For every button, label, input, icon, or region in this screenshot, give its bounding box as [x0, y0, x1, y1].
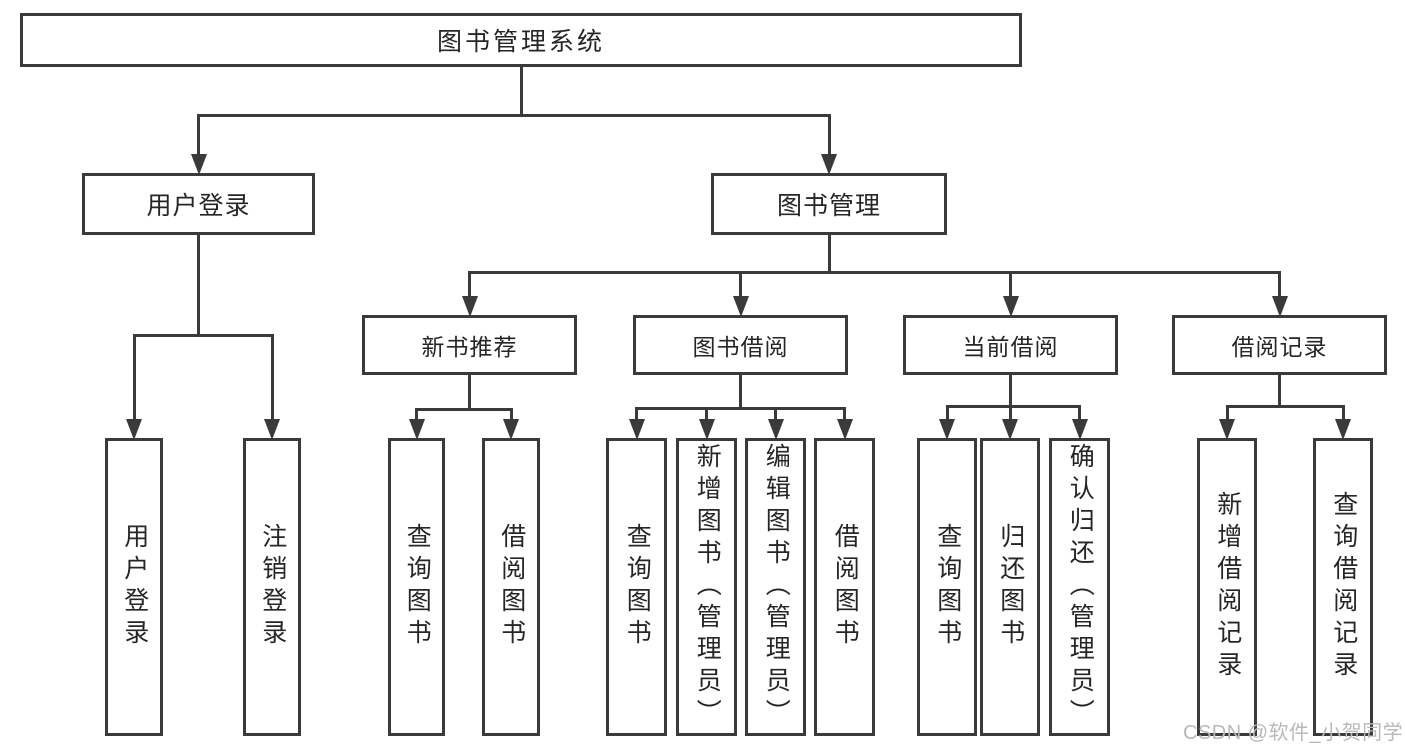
node-label: 查询图书	[403, 523, 432, 651]
arrowhead-icon	[1002, 419, 1018, 440]
connector-drop-line	[509, 409, 513, 424]
arrowhead-icon	[190, 154, 207, 175]
node-label: 图书管理系统	[436, 28, 605, 56]
node-leaf-user-login: 用户登录	[105, 438, 163, 736]
node-leaf-query-borrow-record: 查询借阅记录	[1313, 438, 1373, 736]
connector-split-line	[132, 333, 274, 337]
connector-split-line	[1225, 404, 1345, 408]
node-label: 查询借阅记录	[1329, 491, 1358, 683]
node-label: 查询图书	[623, 523, 652, 651]
node-leaf-query-books-current: 查询图书	[917, 438, 977, 736]
connector-drop-line	[197, 115, 200, 159]
arrowhead-icon	[461, 296, 478, 317]
node-label: 确认归还（管理员）	[1066, 443, 1095, 731]
connector-stem	[468, 375, 471, 409]
node-label: 用户登录	[146, 192, 251, 220]
node-label: 新增图书（管理员）	[693, 443, 722, 731]
connector-split-line	[415, 407, 513, 411]
connector-stem	[827, 235, 831, 272]
connector-drop-line	[739, 272, 742, 301]
connector-stem	[1278, 375, 1281, 406]
node-label: 图书管理	[776, 192, 881, 220]
connector-stem	[197, 235, 200, 335]
connector-stem	[519, 67, 523, 115]
arrowhead-icon	[1219, 419, 1235, 440]
node-root: 图书管理系统	[20, 13, 1022, 67]
connector-drop-line	[843, 408, 846, 424]
node-leaf-borrow-books-borrow: 借阅图书	[814, 438, 875, 736]
connector-split-line	[635, 406, 846, 410]
connector-drop-line	[1008, 406, 1012, 424]
node-leaf-add-books: 新增图书（管理员）	[676, 438, 737, 736]
arrowhead-icon	[503, 419, 519, 440]
node-leaf-logout: 注销登录	[243, 438, 301, 736]
connector-split-line	[468, 270, 1281, 274]
node-label: 用户登录	[120, 523, 149, 651]
connector-drop-line	[1225, 406, 1229, 424]
node-label: 归还图书	[996, 523, 1025, 651]
arrowhead-icon	[628, 419, 645, 440]
connector-stem	[1009, 375, 1012, 406]
arrowhead-icon	[767, 419, 784, 440]
node-label: 查询图书	[933, 523, 962, 651]
node-label: 注销登录	[258, 523, 287, 651]
arrowhead-icon	[1271, 296, 1288, 317]
node-borrow-records: 借阅记录	[1172, 315, 1387, 375]
node-leaf-query-books-borrow: 查询图书	[606, 438, 667, 736]
connector-drop-line	[635, 408, 638, 424]
arrowhead-icon	[698, 419, 715, 440]
arrowhead-icon	[1071, 419, 1088, 440]
node-label: 当前借阅	[962, 334, 1059, 360]
node-label: 新增借阅记录	[1213, 491, 1242, 683]
node-leaf-query-books-new: 查询图书	[388, 438, 445, 736]
node-current-borrow: 当前借阅	[903, 315, 1118, 375]
connector-drop-line	[1078, 406, 1081, 424]
arrowhead-icon	[264, 419, 280, 440]
connector-drop-line	[468, 272, 471, 301]
connector-drop-line	[1278, 272, 1281, 301]
connector-drop-line	[1341, 406, 1345, 424]
node-new-book-rec: 新书推荐	[362, 315, 577, 375]
connector-drop-line	[1009, 272, 1012, 301]
node-user-login: 用户登录	[82, 173, 315, 235]
connector-split-line	[197, 113, 831, 117]
connector-drop-line	[945, 406, 949, 424]
connector-stem	[739, 375, 742, 408]
arrowhead-icon	[821, 154, 837, 175]
arrowhead-icon	[836, 419, 853, 440]
node-label: 借阅图书	[497, 523, 526, 651]
node-leaf-edit-books: 编辑图书（管理员）	[745, 438, 806, 736]
arrowhead-icon	[126, 419, 142, 440]
node-label: 借阅图书	[831, 523, 860, 651]
node-label: 借阅记录	[1231, 334, 1328, 360]
node-label: 新书推荐	[421, 334, 518, 360]
connector-drop-line	[827, 115, 831, 159]
node-leaf-borrow-books-new: 借阅图书	[482, 438, 540, 736]
node-label: 图书借阅	[692, 334, 789, 360]
node-book-mgmt: 图书管理	[711, 173, 947, 235]
arrowhead-icon	[1335, 419, 1351, 440]
connector-drop-line	[705, 408, 708, 424]
connector-drop-line	[774, 408, 777, 424]
connector-drop-line	[270, 335, 274, 424]
arrowhead-icon	[1002, 296, 1019, 317]
connector-split-line	[945, 404, 1081, 408]
node-leaf-confirm-return: 确认归还（管理员）	[1049, 438, 1110, 736]
node-label: 编辑图书（管理员）	[762, 443, 791, 731]
arrowhead-icon	[408, 419, 425, 440]
connector-drop-line	[415, 409, 418, 424]
node-leaf-return-books: 归还图书	[980, 438, 1040, 736]
arrowhead-icon	[732, 296, 749, 317]
node-book-borrow: 图书借阅	[633, 315, 848, 375]
connector-drop-line	[132, 335, 136, 424]
node-leaf-add-borrow-record: 新增借阅记录	[1197, 438, 1257, 736]
arrowhead-icon	[939, 419, 955, 440]
watermark: CSDN @软件_小贺同学	[1183, 722, 1404, 744]
